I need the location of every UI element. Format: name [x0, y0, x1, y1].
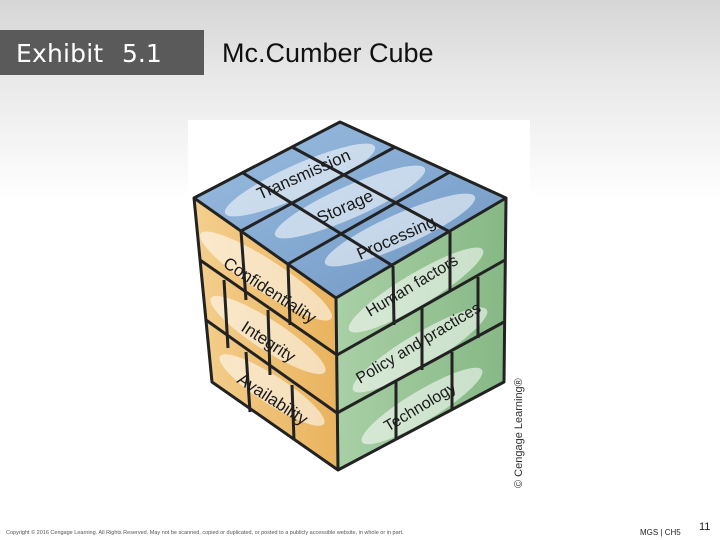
footer-course-label: MGS | CH5 — [640, 528, 681, 537]
cube-grid-lines — [192, 120, 508, 472]
cube-drawing: Transmission Storage Processing Confiden… — [192, 120, 508, 472]
slide-title: Mc.Cumber Cube — [222, 38, 434, 68]
credit-text: © Cengage Learning® — [513, 378, 525, 488]
mccumber-cube-figure: Transmission Storage Processing Confiden… — [188, 120, 530, 495]
page-number: 11 — [699, 521, 711, 533]
exhibit-label: Exhibit — [16, 39, 104, 68]
image-credit: © Cengage Learning® — [510, 370, 530, 490]
exhibit-label-box: Exhibit 5.1 — [0, 30, 204, 75]
footer-copyright: Copyright © 2016 Cengage Learning. All R… — [6, 530, 404, 536]
exhibit-number: 5.1 — [122, 39, 162, 68]
